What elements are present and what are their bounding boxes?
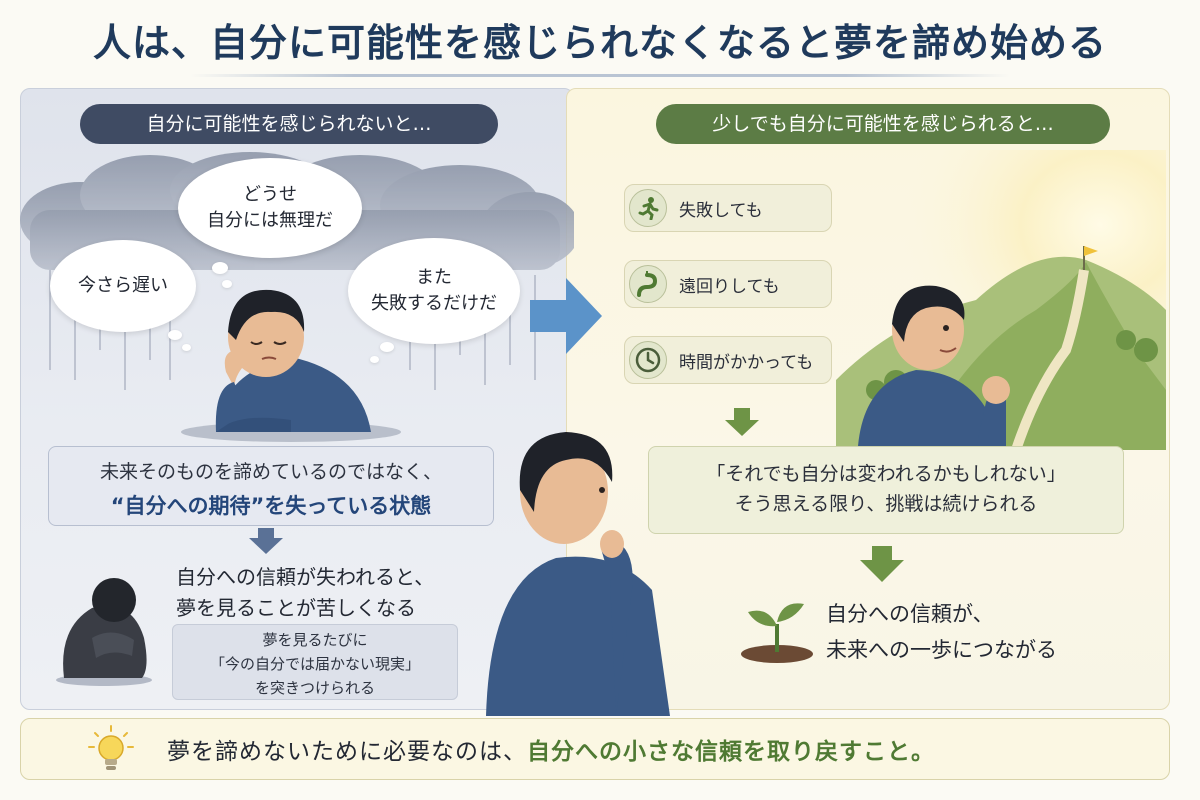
down-arrow-icon (725, 420, 759, 436)
down-arrow-stem (734, 408, 750, 420)
left-quote-line3: を突きつけられる (254, 679, 375, 697)
list-item-label: 失敗しても (679, 200, 763, 221)
list-item-label: 遠回りしても (679, 276, 780, 297)
right-result-line2: 未来への一歩につながる (826, 638, 1057, 662)
left-result-text: 自分への信頼が失われると、 夢を見ることが苦しくなる (176, 562, 434, 624)
list-item-detour: 遠回りしても (624, 260, 832, 308)
footer-message-highlight: 自分への小さな信頼を取り戻すこと。 (527, 739, 935, 765)
left-state-line1: 未来そのものを諦めているのではなく、 (99, 461, 442, 483)
footer-message-plain: 夢を諦めないために必要なのは、 (167, 739, 527, 765)
confident-boy-illustration (858, 285, 1010, 446)
left-quote-line1: 夢を見るたびに (262, 631, 368, 649)
right-belief-line2: そう思える限り、挑戦は続けられる (734, 493, 1038, 515)
lightbulb-icon (88, 725, 134, 770)
thought-bubble-impossible: どうせ 自分には無理だ (178, 158, 362, 258)
page-title: 人は、自分に可能性を感じられなくなると夢を諦め始める (92, 21, 1107, 65)
right-belief-line1: 「それでも自分は変われるかもしれない」 (706, 463, 1066, 485)
thought-dot (370, 356, 379, 363)
thought-dot (182, 344, 191, 351)
thought-dot (380, 342, 394, 352)
running-person-icon (629, 189, 667, 227)
down-arrow-icon (860, 560, 904, 582)
list-item-time: 時間がかかっても (624, 336, 832, 384)
footer-message: 夢を諦めないために必要なのは、自分への小さな信頼を取り戻すこと。 (167, 732, 935, 766)
left-quote-line2: 「今の自分では届かない現実」 (209, 655, 420, 673)
clock-icon (629, 341, 667, 379)
list-item-label: 時間がかかっても (679, 352, 814, 373)
thought-dot (168, 330, 182, 340)
left-quote-box: 夢を見るたびに 「今の自分では届かない現実」 を突きつけられる (172, 624, 458, 700)
down-arrow-stem (872, 546, 892, 560)
right-result-text: 自分への信頼が、 未来への一歩につながる (826, 596, 1057, 668)
list-item-failure: 失敗しても (624, 184, 832, 232)
sad-boy-illustration (181, 289, 401, 442)
left-result-line2: 夢を見ることが苦しくなる (176, 596, 416, 620)
right-result-line1: 自分への信頼が、 (826, 602, 994, 626)
thought-dot (212, 262, 228, 274)
transition-arrow-icon (530, 278, 602, 354)
right-belief-box: 「それでも自分は変われるかもしれない」 そう思える限り、挑戦は続けられる (648, 446, 1124, 534)
left-state-line2: “自分への期待”を失っている状態 (110, 494, 432, 518)
thought-bubble-fail-again: また 失敗するだけだ (348, 238, 520, 344)
left-result-line1: 自分への信頼が失われると、 (176, 565, 435, 589)
sprout-icon (741, 603, 813, 663)
thought-dot (222, 280, 232, 288)
thinking-boy-illustration (486, 432, 670, 716)
down-arrow-icon (249, 538, 283, 554)
down-arrow-stem (258, 528, 274, 538)
footer-banner: 夢を諦めないために必要なのは、自分への小さな信頼を取り戻すこと。 (20, 718, 1170, 780)
left-state-box: 未来そのものを諦めているのではなく、 “自分への期待”を失っている状態 (48, 446, 494, 526)
title-divider (190, 74, 1010, 77)
right-header-pill: 少しでも自分に可能性を感じられると… (656, 104, 1110, 144)
winding-road-icon (629, 265, 667, 303)
crouching-person-illustration (56, 578, 152, 686)
left-header-pill: 自分に可能性を感じられないと… (80, 104, 498, 144)
thought-bubble-too-late: 今さら遅い (50, 240, 196, 332)
